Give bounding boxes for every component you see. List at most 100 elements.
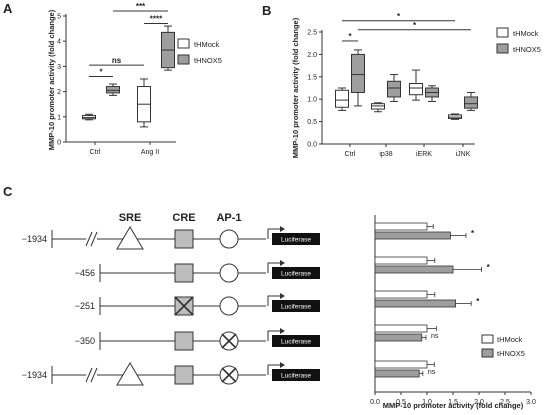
y-tick-label: 1.5 bbox=[307, 74, 317, 81]
legend-swatch bbox=[481, 348, 494, 358]
legend-swatch bbox=[496, 43, 509, 54]
bar bbox=[374, 290, 428, 299]
y-tick-label: 4 bbox=[57, 39, 61, 46]
luciferase-label: Luciferase bbox=[281, 271, 311, 278]
element-label: AP-1 bbox=[216, 212, 241, 224]
y-tick-label: 5 bbox=[57, 14, 61, 21]
significance-label: * bbox=[487, 263, 491, 272]
legend-label: tHNOX5 bbox=[513, 45, 541, 54]
luciferase-box bbox=[272, 267, 320, 279]
significance-label: * bbox=[413, 21, 417, 30]
box bbox=[464, 96, 478, 109]
x-tick-label: Ang II bbox=[141, 149, 159, 156]
x-tick-label: 0.0 bbox=[370, 399, 380, 406]
luciferase-label: Luciferase bbox=[281, 304, 311, 311]
x-tick-label: iJNK bbox=[456, 151, 471, 158]
sre-triangle bbox=[116, 226, 144, 250]
luciferase-label: Luciferase bbox=[281, 373, 311, 380]
luciferase-box bbox=[272, 233, 320, 245]
box bbox=[351, 53, 365, 93]
box bbox=[409, 83, 423, 96]
legend-label: tHNOX5 bbox=[194, 56, 222, 65]
x-axis-label: MMP-10 promoter activity (fold change) bbox=[383, 401, 524, 410]
construct-position: −251 bbox=[75, 301, 95, 311]
x-tick-label: 0.5 bbox=[396, 399, 406, 406]
legend-label: tHMock bbox=[513, 29, 539, 38]
significance-label: **** bbox=[150, 15, 163, 24]
bar bbox=[374, 231, 451, 240]
panel-letter: B bbox=[262, 3, 271, 18]
bar bbox=[374, 299, 456, 308]
tss-arrow bbox=[267, 364, 280, 375]
luciferase-label: Luciferase bbox=[281, 339, 311, 346]
legend-swatch bbox=[177, 54, 190, 65]
box bbox=[387, 80, 401, 98]
y-tick-label: 1.0 bbox=[307, 97, 317, 104]
luciferase-label: Luciferase bbox=[281, 237, 311, 244]
significance-label: * bbox=[397, 12, 401, 21]
ap1-circle bbox=[219, 296, 239, 316]
legend-label: tHMock bbox=[194, 40, 220, 49]
tss-arrowhead bbox=[280, 328, 285, 334]
x-tick-label: 1.5 bbox=[448, 399, 458, 406]
luciferase-box bbox=[272, 335, 320, 347]
tss-arrow bbox=[267, 330, 280, 341]
ap1-circle bbox=[219, 263, 239, 283]
mutation-cross bbox=[221, 367, 237, 383]
tss-arrowhead bbox=[280, 362, 285, 368]
significance-label: * bbox=[99, 67, 103, 76]
ap1-circle bbox=[219, 229, 239, 249]
break-mark bbox=[85, 367, 93, 383]
tss-arrow bbox=[267, 228, 280, 239]
luciferase-box bbox=[272, 369, 320, 381]
y-axis-label: MMP-10 promoter activity (fold change) bbox=[47, 9, 56, 150]
x-tick-label: ip38 bbox=[379, 151, 392, 158]
x-tick-label: Ctrl bbox=[90, 149, 101, 156]
bar bbox=[374, 324, 428, 333]
mutation-cross bbox=[174, 296, 194, 316]
cre-box bbox=[174, 365, 194, 385]
construct-position: −350 bbox=[75, 336, 95, 346]
x-tick-label: 2.5 bbox=[500, 399, 510, 406]
bar bbox=[374, 265, 454, 274]
significance-label: ns bbox=[112, 56, 122, 65]
legend-label: tHNOX5 bbox=[497, 349, 525, 358]
tss-arrowhead bbox=[280, 293, 285, 299]
significance-label: ns bbox=[428, 369, 436, 376]
significance-label: * bbox=[348, 32, 352, 41]
construct-position: −1934 bbox=[22, 370, 47, 380]
legend-swatch bbox=[481, 334, 494, 344]
y-tick-label: 0 bbox=[57, 140, 61, 147]
cre-box bbox=[174, 331, 194, 351]
luciferase-box bbox=[272, 300, 320, 312]
x-tick-label: 2.0 bbox=[474, 399, 484, 406]
y-tick-label: 2 bbox=[57, 89, 61, 96]
panel-letter: A bbox=[3, 1, 13, 16]
x-tick-label: 3.0 bbox=[526, 399, 536, 406]
element-label: CRE bbox=[172, 212, 195, 224]
tss-arrowhead bbox=[280, 260, 285, 266]
cre-box bbox=[174, 229, 194, 249]
x-tick-label: Ctrl bbox=[345, 151, 356, 158]
bar bbox=[374, 222, 428, 231]
x-tick-label: iERK bbox=[416, 151, 432, 158]
tss-arrow bbox=[267, 295, 280, 306]
mutation-cross bbox=[221, 333, 237, 349]
cre-box bbox=[174, 263, 194, 283]
break-mark bbox=[85, 231, 93, 247]
significance-label: * bbox=[476, 297, 480, 306]
significance-label: * bbox=[471, 229, 475, 238]
break-mark bbox=[90, 367, 98, 383]
bar bbox=[374, 256, 428, 265]
y-tick-label: 3 bbox=[57, 64, 61, 71]
bar bbox=[374, 369, 420, 378]
box bbox=[106, 86, 120, 94]
tss-arrowhead bbox=[280, 226, 285, 232]
y-axis-label: MMP-10 promoter activity (fold change) bbox=[291, 17, 300, 158]
legend-swatch bbox=[496, 27, 509, 38]
